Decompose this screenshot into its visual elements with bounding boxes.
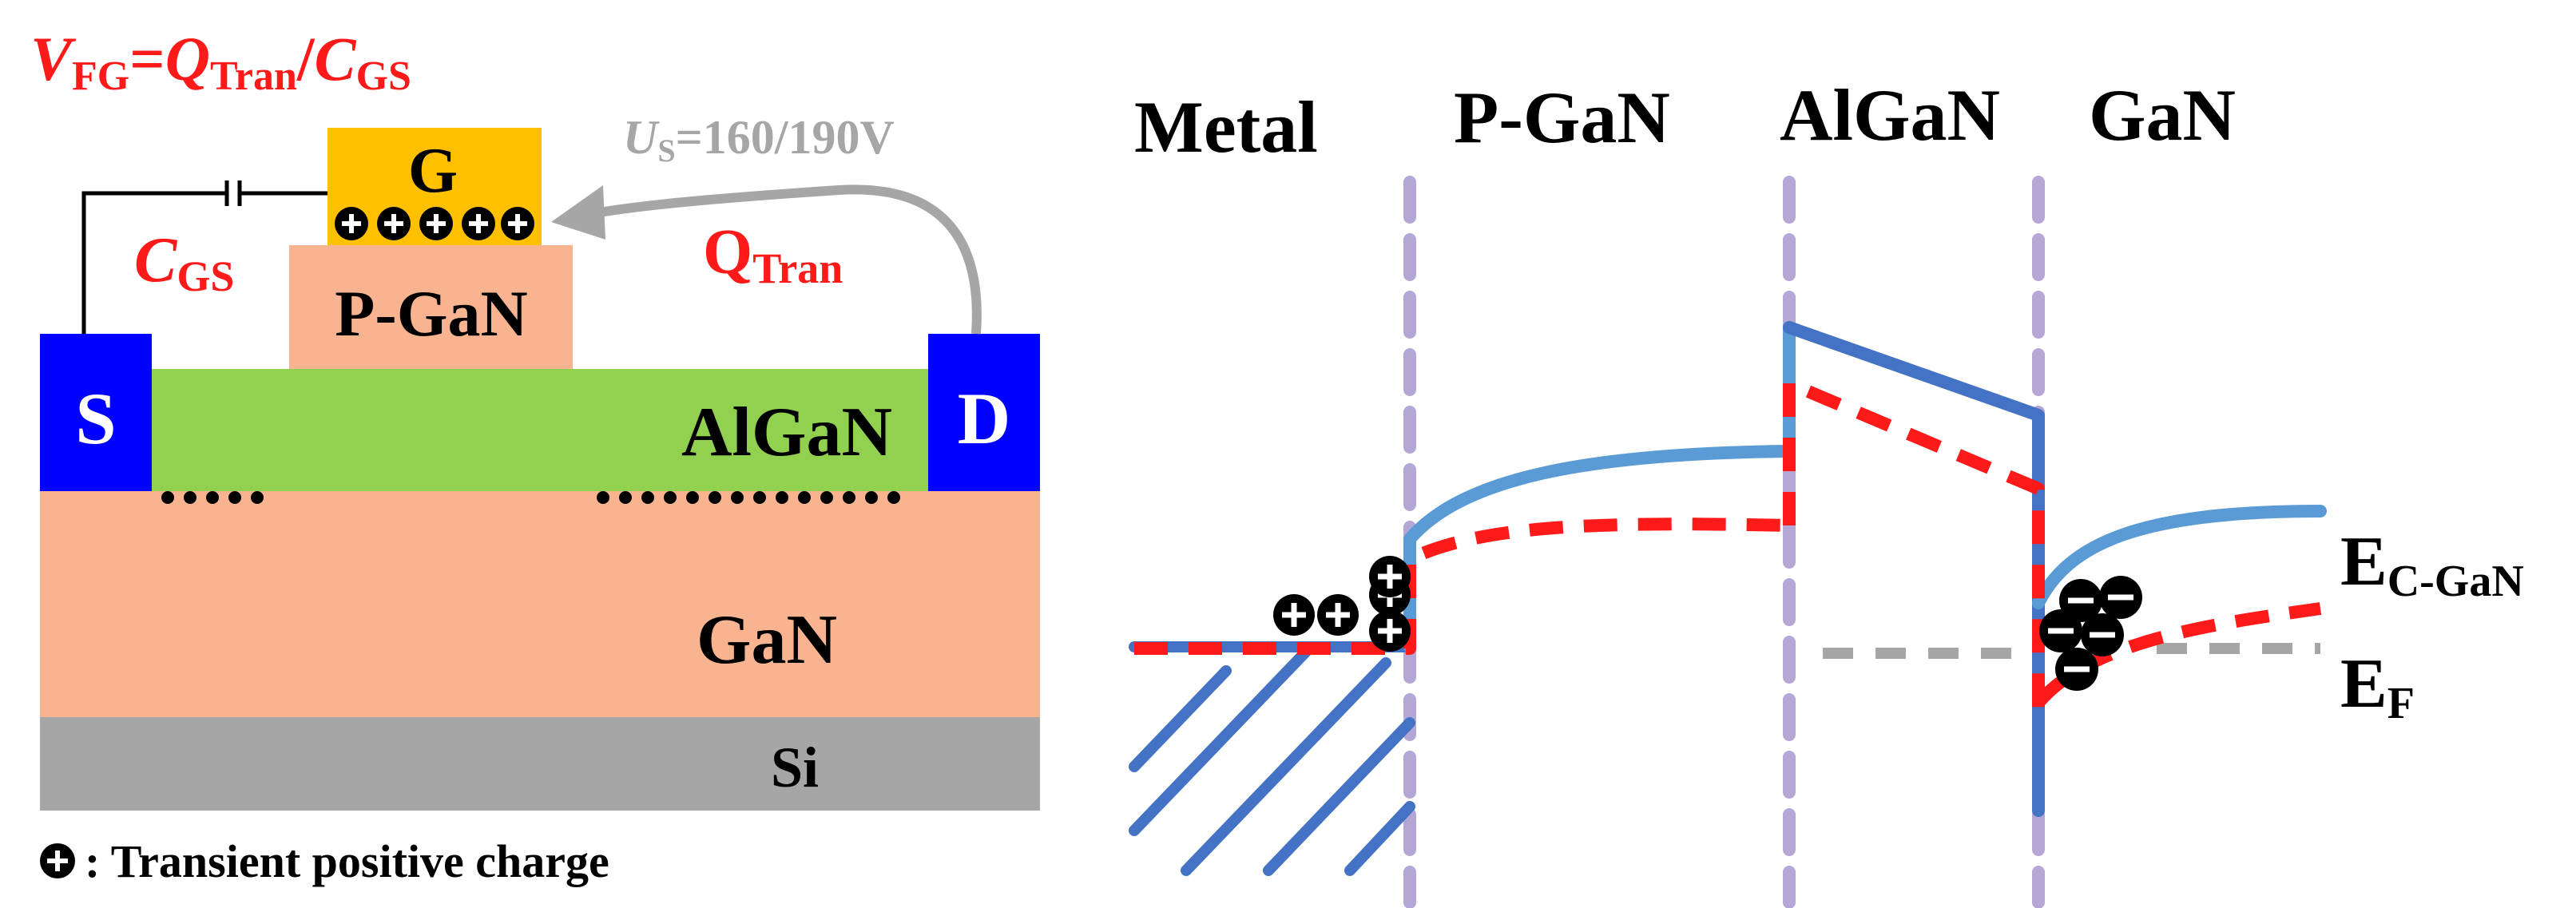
legend-positive-charge-icon [40,843,75,878]
qtran-label: QTran [703,217,843,292]
legend-text: : Transient positive charge [85,835,609,887]
ec-gan-label: EC-GaN [2340,523,2524,606]
pgan-layer-label: P-GaN [335,277,527,350]
formula-vfg: VFG=QTran/CGS [30,24,411,99]
interface-electrons [2039,576,2142,691]
fermi-level [1823,643,2320,659]
charge-transfer-arrowhead [551,185,605,240]
metal-fermi-sea-hatch [1129,641,1415,876]
us-voltage-label: US=160/190V [623,111,895,169]
2deg-electrons-left [161,491,264,504]
region-label-algan: AlGaN [1780,74,2000,156]
drain-contact [928,334,1040,491]
shifted-band-dashed [1134,377,2322,719]
region-label-pgan: P-GaN [1454,77,1670,158]
algan-layer-label: AlGaN [681,394,892,471]
si-substrate [40,717,1040,811]
region-label-metal: Metal [1134,86,1318,168]
si-label: Si [771,736,819,799]
interface-dividers [1403,176,2045,908]
algan-layer [40,369,1040,491]
source-label: S [75,378,116,459]
gate-positive-charges [335,207,534,240]
charge-transfer-arrow [574,184,982,335]
ef-label: EF [2340,645,2415,728]
source-contact [40,334,152,491]
2deg-electrons-right [597,491,900,504]
conduction-band [1403,321,2327,817]
gan-layer [40,491,1040,717]
cgs-capacitor-wire [81,180,327,334]
drain-label: D [958,378,1010,459]
interface-positive-charges [1273,556,1411,652]
gate-label: G [408,136,458,206]
region-label-gan: GaN [2089,74,2236,156]
band-diagram: Metal P-GaN AlGaN GaN [1129,74,2524,908]
cgs-label: CGS [134,225,234,300]
device-cross-section: VFG=QTran/CGS US=160/190V Si GaN AlGaN [30,24,1040,887]
pgan-layer [289,245,573,369]
gan-layer-label: GaN [697,601,837,679]
